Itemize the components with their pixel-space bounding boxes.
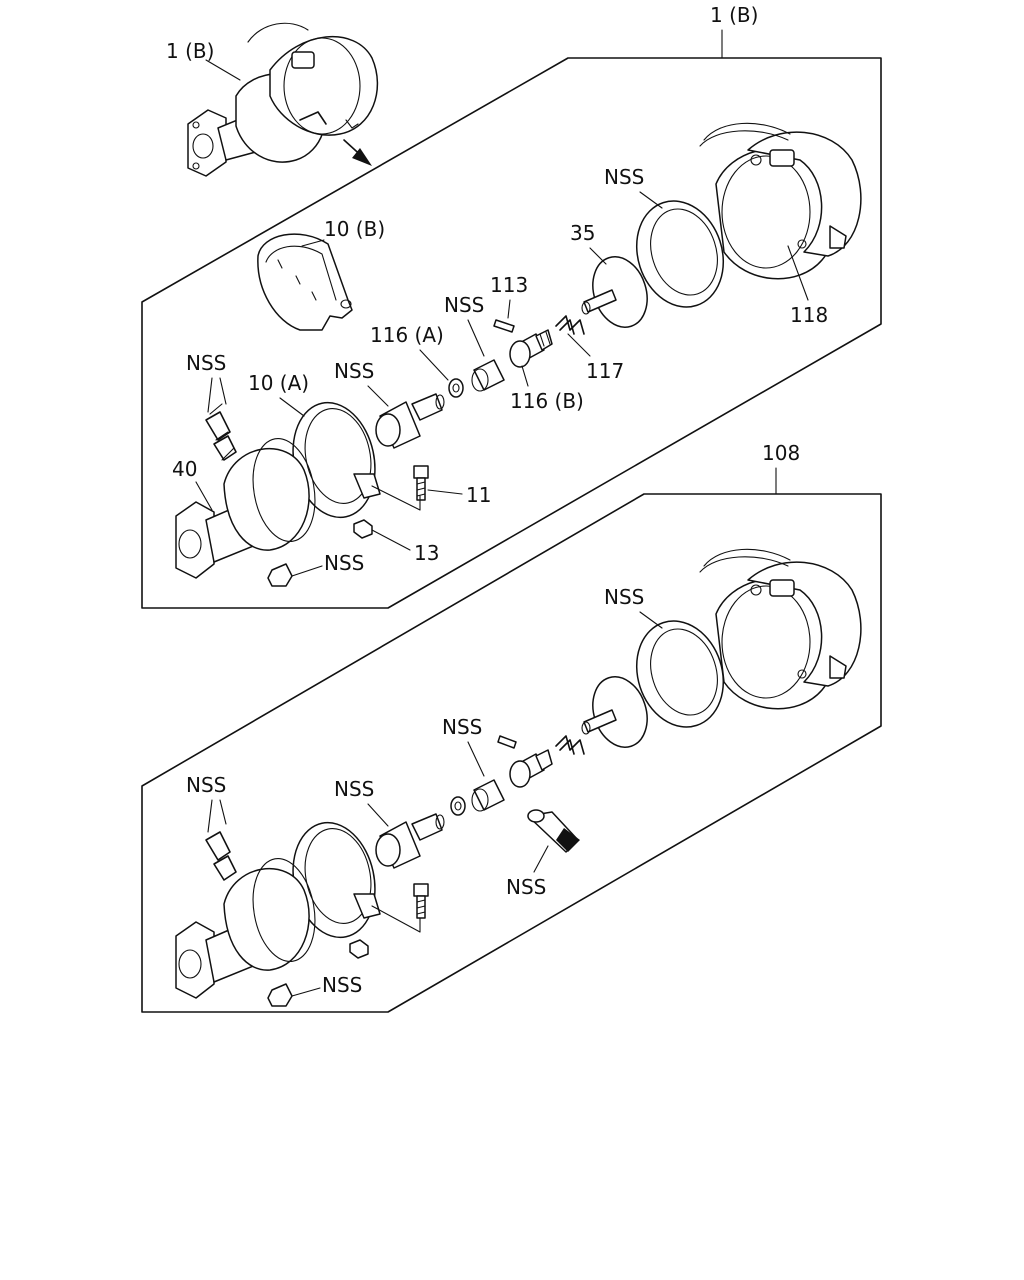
- callout-nss-bushing-108: NSS: [442, 715, 482, 739]
- callout-nss-sleeve: NSS: [506, 875, 546, 899]
- callout-nss-cap-108: NSS: [322, 973, 362, 997]
- callout-116a: 116 (A): [370, 323, 444, 347]
- breather-cap-108: [267, 983, 293, 1007]
- part-11-bolt: [413, 465, 429, 501]
- assembly-108-frame: [141, 493, 882, 1013]
- callout-108: 108: [762, 441, 800, 465]
- callout-nss-cap: NSS: [324, 551, 364, 575]
- bolt-108: [413, 883, 429, 919]
- sleeve-108: [527, 809, 580, 853]
- part-13-nut: [353, 519, 373, 539]
- washer-108: [450, 796, 466, 816]
- piston-108: [375, 813, 445, 869]
- diaphragm-ring: [635, 200, 725, 308]
- callout-11: 11: [466, 483, 491, 507]
- callout-1b-reference: 1 (B): [166, 39, 214, 63]
- breather-cap: [267, 563, 293, 587]
- part-116b-fitting: [509, 329, 553, 368]
- callout-nss-seals: NSS: [186, 351, 226, 375]
- callout-35: 35: [570, 221, 595, 245]
- callout-nss-seals-108: NSS: [186, 773, 226, 797]
- bushing-108: [471, 779, 505, 812]
- fitting-108: [509, 749, 553, 788]
- piston: [375, 393, 445, 449]
- housing-108: [175, 831, 316, 999]
- callout-116b: 116 (B): [510, 389, 584, 413]
- callout-13: 13: [414, 541, 439, 565]
- chamber-108: [699, 548, 862, 710]
- callout-118: 118: [790, 303, 828, 327]
- callout-40: 40: [172, 457, 197, 481]
- callout-117: 117: [586, 359, 624, 383]
- reference-assembly-1b: [187, 22, 379, 177]
- part-35-pushplate: [581, 256, 648, 328]
- assembly-1b-frame: [141, 57, 882, 609]
- callout-nss-piston-108: NSS: [334, 777, 374, 801]
- callout-nss-piston: NSS: [334, 359, 374, 383]
- part-117-spring: [555, 315, 585, 335]
- pin-108: [497, 735, 517, 749]
- part-116a-washer: [448, 378, 464, 398]
- callout-10a: 10 (A): [248, 371, 309, 395]
- callout-1b-assembly: 1 (B): [710, 3, 758, 27]
- bushing: [471, 359, 505, 392]
- nut-108: [349, 939, 369, 959]
- clamp-ring-108: [292, 821, 381, 939]
- diaphragm-ring-108: [635, 620, 725, 728]
- callout-113: 113: [490, 273, 528, 297]
- pushplate-108: [581, 676, 648, 748]
- part-40-housing: [175, 403, 316, 579]
- callout-nss-diaphragm-108: NSS: [604, 585, 644, 609]
- callout-nss-diaphragm: NSS: [604, 165, 644, 189]
- callout-10b: 10 (B): [324, 217, 385, 241]
- part-113-pin: [493, 319, 515, 333]
- spring-108: [555, 735, 585, 755]
- callout-nss-bushing: NSS: [444, 293, 484, 317]
- part-10b-clamp: [257, 233, 353, 331]
- part-118-chamber: [699, 122, 862, 280]
